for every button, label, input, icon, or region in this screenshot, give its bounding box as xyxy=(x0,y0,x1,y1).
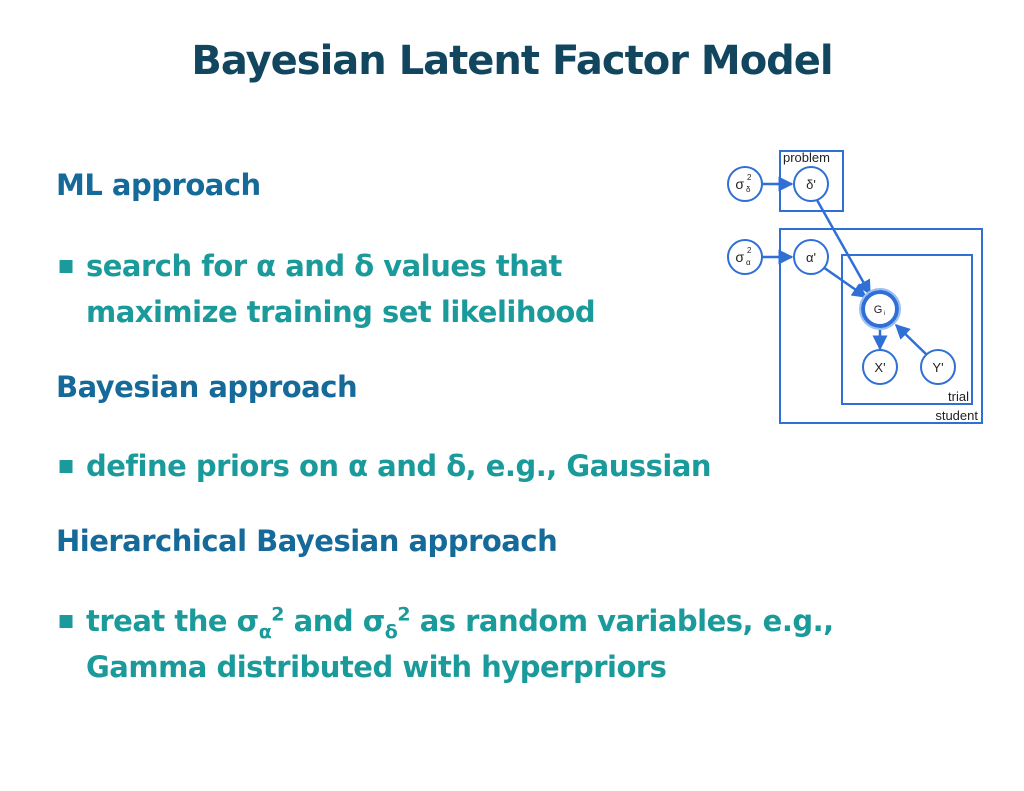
bullet-hierarchical-gamma: ■ treat the σα2 and σδ2 as random variab… xyxy=(58,598,834,690)
heading-hierarchical-approach: Hierarchical Bayesian approach xyxy=(56,524,558,558)
bullet-line: maximize training set likelihood xyxy=(86,295,596,329)
alpha-node: α' xyxy=(793,239,829,275)
x-node: X' xyxy=(862,349,898,385)
trial-plate-label: trial xyxy=(948,389,969,404)
bullet-square-icon: ■ xyxy=(58,611,74,631)
bullet-square-icon: ■ xyxy=(58,256,74,276)
student-plate xyxy=(779,228,983,424)
sigma-delta-node: σ 2 δ xyxy=(727,166,763,202)
bullet-square-icon: ■ xyxy=(58,456,74,476)
edge-alpha-to-g xyxy=(822,265,868,299)
plate-diagram: problem student trial σ 2 δ δ' σ 2 α α' … xyxy=(727,150,983,424)
svg-text:δ: δ xyxy=(746,185,751,194)
edge-y-to-g xyxy=(894,323,928,356)
problem-plate-label: problem xyxy=(783,150,830,165)
slide-title: Bayesian Latent Factor Model xyxy=(191,38,833,84)
svg-text:G: G xyxy=(874,304,883,316)
bullet-line: treat the σα2 and σδ2 as random variable… xyxy=(86,603,834,643)
heading-ml-approach: ML approach xyxy=(56,168,261,202)
svg-text:α: α xyxy=(746,258,751,267)
bullet-bayesian-priors: ■ define priors on α and δ, e.g., Gaussi… xyxy=(58,443,712,489)
svg-text:2: 2 xyxy=(747,173,752,182)
bullet-line: search for α and δ values that xyxy=(86,249,562,283)
svg-text:σ: σ xyxy=(735,176,744,192)
delta-node: δ' xyxy=(793,166,829,202)
bullet-ml-search: ■ search for α and δ values that maximiz… xyxy=(58,243,596,335)
svg-text:Y': Y' xyxy=(932,360,943,375)
sigma-alpha-node: σ 2 α xyxy=(727,239,763,275)
bullet-line: Gamma distributed with hyperpriors xyxy=(86,650,667,684)
svg-text:i: i xyxy=(884,311,885,317)
heading-bayesian-approach: Bayesian approach xyxy=(56,370,358,404)
svg-text:σ: σ xyxy=(735,249,744,265)
trial-plate xyxy=(841,254,973,405)
svg-text:2: 2 xyxy=(747,246,752,255)
svg-text:δ': δ' xyxy=(806,177,816,192)
bullet-line: define priors on α and δ, e.g., Gaussian xyxy=(86,449,712,483)
svg-text:X': X' xyxy=(874,360,885,375)
svg-text:α': α' xyxy=(806,250,816,265)
edge-delta-to-g xyxy=(815,199,872,296)
y-node: Y' xyxy=(920,349,956,385)
student-plate-label: student xyxy=(935,408,978,423)
g-node: G i xyxy=(859,288,901,330)
